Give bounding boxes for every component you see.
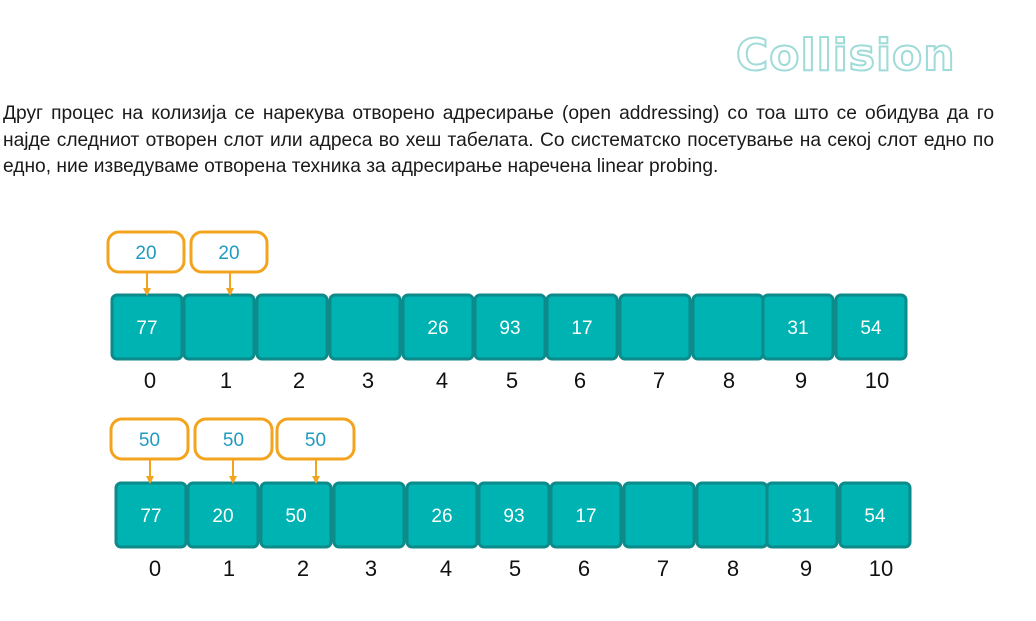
table-1-index-9: 9 [795, 368, 807, 393]
table-2-probe-2-arrow-head [312, 476, 320, 484]
table-1-probe-1-value: 20 [218, 243, 239, 264]
table-2-slot-1-value: 20 [212, 506, 233, 527]
table-1-slot-2 [255, 293, 329, 361]
table-2-probe-1-arrow-head [229, 476, 237, 484]
table-1-index-8: 8 [723, 368, 735, 393]
table-1-index-4: 4 [436, 368, 448, 393]
table-1-probe-0-arrow-head [143, 288, 151, 296]
table-2-index-6: 6 [578, 556, 590, 581]
table-1-probe-1-arrow-head [226, 288, 234, 296]
description-paragraph: Друг процес на колизија се нарекува отво… [3, 103, 994, 177]
table-1-slot-5 [473, 293, 547, 361]
table-2-slot-2 [259, 481, 333, 549]
table-2-slot-3 [332, 481, 406, 549]
table-2-probe-2-value: 50 [305, 430, 326, 451]
table-1-slot-7 [618, 293, 692, 361]
table-2-index-10: 10 [869, 556, 893, 581]
table-1-index-5: 5 [506, 368, 518, 393]
table-2-slot-5-value: 93 [503, 506, 524, 527]
table-2-index-1: 1 [223, 556, 235, 581]
table-1-slot-5-value: 93 [499, 318, 520, 339]
table-2-probe-1-value: 50 [223, 430, 244, 451]
table-2-slot-10 [838, 481, 912, 549]
table-1-slot-8 [691, 293, 765, 361]
table-2-index-7: 7 [657, 556, 669, 581]
table-2-index-8: 8 [727, 556, 739, 581]
table-2-probe-0-value: 50 [139, 430, 160, 451]
table-1-index-2: 2 [293, 368, 305, 393]
table-2-slot-9 [765, 481, 839, 549]
table-1-slot-10 [834, 293, 908, 361]
table-1-slot-9 [761, 293, 835, 361]
table-1-slot-4-value: 26 [427, 318, 448, 339]
table-1-slot-6 [545, 293, 619, 361]
table-1-index-1: 1 [220, 368, 232, 393]
table-2-index-4: 4 [440, 556, 452, 581]
table-2-index-3: 3 [365, 556, 377, 581]
table-2-slot-8 [695, 481, 769, 549]
table-2-index-0: 0 [149, 556, 161, 581]
table-1-index-10: 10 [865, 368, 889, 393]
table-2-slot-4 [405, 481, 479, 549]
table-1-index-7: 7 [653, 368, 665, 393]
table-2-slot-7 [622, 481, 696, 549]
table-1-slot-0-value: 77 [136, 318, 157, 339]
table-2-slot-0-value: 77 [140, 506, 161, 527]
table-2-slot-0 [114, 481, 188, 549]
table-2-slot-1 [186, 481, 260, 549]
table-2-slot-6-value: 17 [575, 506, 596, 527]
table-2-slot-2-value: 50 [285, 506, 306, 527]
table-1-slot-3 [328, 293, 402, 361]
table-2-index-9: 9 [800, 556, 812, 581]
table-1-probe-0-value: 20 [135, 243, 156, 264]
table-2-index-5: 5 [509, 556, 521, 581]
table-1-slot-6-value: 17 [571, 318, 592, 339]
table-2-slot-4-value: 26 [431, 506, 452, 527]
table-2-slot-5 [477, 481, 551, 549]
table-1-slot-10-value: 54 [860, 318, 882, 339]
table-2-slot-10-value: 54 [864, 506, 886, 527]
table-2-probe-0-arrow-head [146, 476, 154, 484]
table-1-slot-9-value: 31 [787, 318, 808, 339]
table-1-index-3: 3 [362, 368, 374, 393]
slide-title: Collision [735, 29, 956, 82]
table-1-index-0: 0 [144, 368, 156, 393]
table-2-slot-9-value: 31 [791, 506, 812, 527]
table-2-slot-6 [549, 481, 623, 549]
table-1-slot-4 [401, 293, 475, 361]
table-1-slot-1 [182, 293, 256, 361]
table-1-index-6: 6 [574, 368, 586, 393]
table-2-index-2: 2 [297, 556, 309, 581]
